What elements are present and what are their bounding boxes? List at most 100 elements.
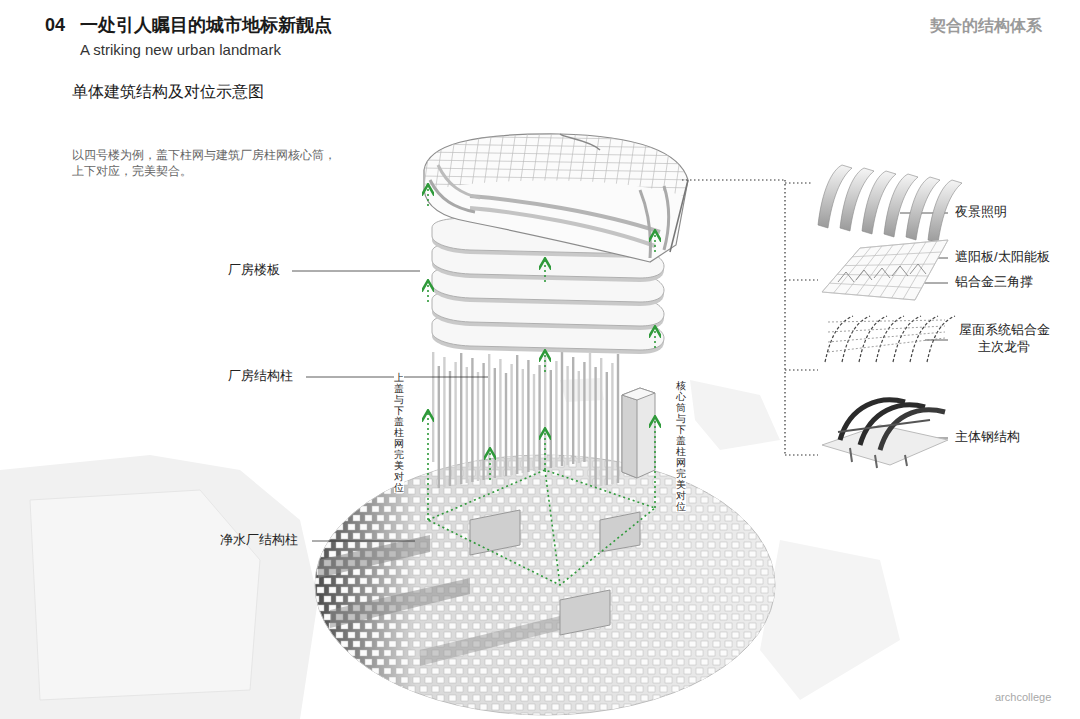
water-plant-columns-part bbox=[317, 641, 324, 647]
water-plant-columns-part bbox=[732, 560, 739, 566]
water-plant-columns-part bbox=[665, 605, 672, 611]
water-plant-columns-part bbox=[384, 488, 391, 494]
water-plant-columns-part bbox=[653, 677, 660, 683]
water-plant-columns-part bbox=[528, 524, 535, 530]
water-plant-columns-part bbox=[744, 614, 751, 620]
water-plant-columns-part bbox=[389, 587, 396, 593]
alignment-arrows-part bbox=[654, 232, 656, 252]
water-plant-columns-part bbox=[648, 596, 655, 602]
water-plant-columns-part bbox=[761, 569, 768, 575]
water-plant-columns-part bbox=[605, 551, 612, 557]
water-plant-columns-part bbox=[336, 542, 343, 548]
page-title: 一处引人瞩目的城市地标新靓点 bbox=[80, 14, 332, 37]
water-plant-columns-part bbox=[660, 524, 667, 530]
water-plant-columns-part bbox=[420, 704, 427, 710]
water-plant-columns-part bbox=[444, 560, 451, 566]
water-plant-columns-part bbox=[312, 632, 319, 638]
water-plant-columns-part bbox=[420, 686, 427, 692]
water-plant-columns-part bbox=[408, 704, 415, 710]
water-plant-columns-part bbox=[317, 461, 324, 467]
water-plant-columns-part bbox=[768, 704, 775, 710]
water-plant-columns-part bbox=[449, 515, 456, 521]
water-plant-columns-part bbox=[720, 704, 727, 710]
water-plant-columns-part bbox=[677, 533, 684, 539]
water-plant-columns-part bbox=[389, 695, 396, 701]
water-plant-columns-part bbox=[348, 578, 355, 584]
water-plant-columns-part bbox=[449, 533, 456, 539]
water-plant-columns-part bbox=[689, 677, 696, 683]
water-plant-columns-part bbox=[605, 497, 612, 503]
water-plant-columns-part bbox=[696, 578, 703, 584]
water-plant-columns-part bbox=[576, 524, 583, 530]
water-plant-columns-part bbox=[348, 596, 355, 602]
water-plant-columns-part bbox=[389, 641, 396, 647]
sunshade-panel-thumbnail-part bbox=[857, 245, 893, 295]
water-plant-columns-part bbox=[449, 695, 456, 701]
night-lighting-thumbnail bbox=[818, 165, 962, 243]
water-plant-columns-part bbox=[413, 569, 420, 575]
water-plant-columns-part bbox=[432, 560, 439, 566]
water-plant-columns-part bbox=[521, 569, 528, 575]
alignment-arrows-part bbox=[427, 412, 429, 520]
water-plant-columns-part bbox=[737, 461, 744, 467]
water-plant-columns-part bbox=[552, 668, 559, 674]
site-plan-background-part bbox=[0, 455, 318, 719]
water-plant-columns-part bbox=[737, 623, 744, 629]
water-plant-columns-part bbox=[689, 533, 696, 539]
water-plant-columns-part bbox=[653, 641, 660, 647]
callout-label: 主体钢结构 bbox=[955, 429, 1020, 446]
water-plant-columns-part bbox=[689, 641, 696, 647]
callout-label: 遮阳板/太阳能板 bbox=[955, 249, 1050, 266]
steel-structure-thumbnail-part bbox=[850, 448, 907, 468]
water-plant-columns-part bbox=[756, 524, 763, 530]
callout-label: 夜景照明 bbox=[955, 204, 1007, 221]
water-plant-columns-part bbox=[365, 479, 372, 485]
water-plant-columns-part bbox=[408, 452, 415, 458]
water-plant-columns-part bbox=[648, 704, 655, 710]
water-plant-columns-part bbox=[329, 677, 336, 683]
water-plant-columns-part bbox=[725, 497, 732, 503]
water-plant-columns-part bbox=[480, 488, 487, 494]
factory-columns-part bbox=[510, 364, 512, 475]
water-plant-columns-part bbox=[557, 533, 564, 539]
water-plant-columns-part bbox=[744, 650, 751, 656]
water-plant-columns-part bbox=[737, 605, 744, 611]
water-plant-columns-part bbox=[329, 551, 336, 557]
water-plant-columns-part bbox=[749, 695, 756, 701]
water-plant-columns-part bbox=[617, 695, 624, 701]
water-plant-columns-part bbox=[641, 533, 648, 539]
water-plant-columns-part bbox=[701, 587, 708, 593]
water-plant-columns-part bbox=[509, 695, 516, 701]
water-plant-columns-part bbox=[708, 560, 715, 566]
water-plant-columns-part bbox=[552, 596, 559, 602]
water-plant-columns-part bbox=[504, 506, 511, 512]
building-roof-part bbox=[470, 196, 660, 232]
water-plant-columns-part bbox=[600, 650, 607, 656]
alignment-arrows-part bbox=[544, 352, 546, 372]
water-plant-columns-part bbox=[324, 542, 331, 548]
water-plant-columns-part bbox=[768, 488, 775, 494]
water-plant-columns-part bbox=[660, 596, 667, 602]
water-plant-columns-part bbox=[713, 515, 720, 521]
water-plant-columns-part bbox=[744, 560, 751, 566]
water-plant-columns-part bbox=[600, 668, 607, 674]
water-plant-columns-part bbox=[641, 695, 648, 701]
water-plant-columns-part bbox=[612, 488, 619, 494]
roof-grid-part bbox=[590, 130, 600, 200]
water-plant-columns-part bbox=[545, 551, 552, 557]
water-plant-columns-part bbox=[504, 686, 511, 692]
water-plant-columns-part bbox=[665, 515, 672, 521]
roof-grid-part bbox=[566, 130, 576, 200]
water-plant-columns-part bbox=[768, 686, 775, 692]
water-plant-columns-part bbox=[372, 524, 379, 530]
water-plant-columns-part bbox=[665, 479, 672, 485]
factory-columns-part bbox=[527, 360, 529, 472]
water-plant-columns-part bbox=[720, 578, 727, 584]
water-plant-columns-part bbox=[756, 596, 763, 602]
water-plant-columns-part bbox=[545, 713, 552, 719]
water-plant-columns-part bbox=[581, 677, 588, 683]
water-plant-columns-part bbox=[444, 488, 451, 494]
water-plant-columns-part bbox=[456, 632, 463, 638]
water-plant-columns-part bbox=[485, 569, 492, 575]
water-plant-columns-part bbox=[516, 686, 523, 692]
